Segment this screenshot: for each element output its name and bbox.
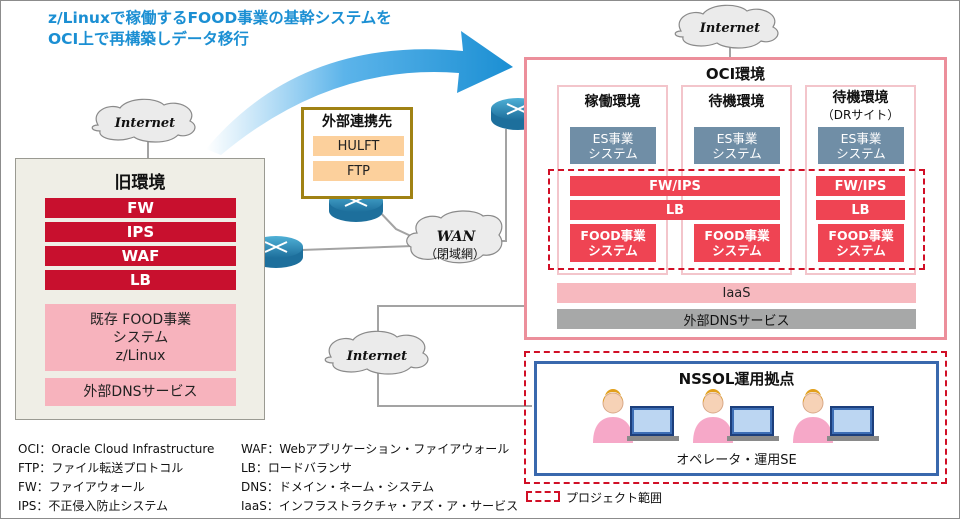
- wan-sublabel: （閉域網）: [425, 247, 485, 261]
- site-dr-subtitle: （DRサイト）: [821, 108, 900, 122]
- internet-left-label: Internet: [114, 116, 175, 131]
- legend-ftp: FTP：ファイル転送プロトコル: [18, 461, 184, 475]
- internet-top-label: Internet: [699, 21, 760, 36]
- line-router-wan: [300, 245, 414, 251]
- food-system-dr: FOOD事業 システム: [818, 224, 904, 262]
- hulft-box: HULFT: [313, 136, 404, 156]
- oci-fwips-dr: FW/IPS: [816, 176, 905, 196]
- wan-cloud: WAN （閉域網）: [406, 210, 503, 264]
- es-standby-line2: システム: [712, 145, 762, 161]
- legend-ips: IPS：不正侵入防止システム: [18, 499, 169, 513]
- operator-icon-2: [693, 389, 779, 443]
- old-lb-bar: LB: [45, 270, 236, 290]
- legend-col2: WAF：Webアプリケーション・ファイアウォール LB：ロードバランサ DNS：…: [241, 440, 518, 516]
- legend-waf: WAF：Webアプリケーション・ファイアウォール: [241, 442, 510, 456]
- project-scope-oci: [548, 169, 925, 270]
- migration-arrow: [206, 31, 513, 155]
- operator-label: オペレータ・運用SE: [676, 452, 797, 468]
- old-food-system: 既存 FOOD事業 システム z/Linux: [45, 304, 236, 371]
- food-standby-line2: システム: [712, 243, 762, 258]
- nssol-title: NSSOL運用拠点: [678, 369, 795, 388]
- oci-fwips-main: FW/IPS: [570, 176, 780, 196]
- wan-label: WAN: [437, 229, 477, 245]
- site-standby-title: 待機環境: [708, 93, 765, 110]
- legend-dns: DNS：ドメイン・ネーム・システム: [241, 480, 435, 494]
- headline-line1: z/Linuxで稼働するFOOD事業の基幹システムを: [48, 9, 392, 27]
- es-system-active: ES事業 システム: [570, 127, 656, 164]
- iaas-bar: IaaS: [557, 283, 916, 303]
- legend-fw: FW：ファイアウォール: [18, 480, 145, 494]
- es-dr-line2: システム: [836, 145, 886, 161]
- food-active-line1: FOOD事業: [580, 228, 646, 243]
- old-system-line1: 既存 FOOD事業: [89, 311, 192, 328]
- food-system-standby: FOOD事業 システム: [694, 224, 780, 262]
- internet-cloud-bottom: Internet: [324, 330, 429, 375]
- legend-project-label: プロジェクト範囲: [566, 491, 663, 505]
- operator-icon-3: [793, 389, 879, 443]
- headline-line2: OCI上で再構築しデータ移行: [48, 30, 249, 48]
- es-system-standby: ES事業 システム: [694, 127, 780, 164]
- internet-cloud-left: Internet: [91, 98, 196, 143]
- food-dr-line1: FOOD事業: [828, 228, 894, 243]
- es-dr-line1: ES事業: [840, 130, 882, 146]
- es-standby-line1: ES事業: [716, 130, 758, 146]
- es-active-line1: ES事業: [592, 130, 634, 146]
- old-system-line3: z/Linux: [115, 347, 166, 364]
- oci-dns-bar: 外部DNSサービス: [557, 309, 916, 329]
- old-env-title: 旧環境: [114, 172, 166, 193]
- legend-oci: OCI：Oracle Cloud Infrastructure: [18, 442, 215, 456]
- oci-title: OCI環境: [705, 64, 766, 83]
- old-waf-bar: WAF: [45, 246, 236, 266]
- legend-lb: LB：ロードバランサ: [241, 461, 352, 475]
- project-scope-nssol: [524, 351, 947, 484]
- old-ips-bar: IPS: [45, 222, 236, 242]
- food-standby-line1: FOOD事業: [704, 228, 770, 243]
- operator-icon-1: [593, 389, 679, 443]
- old-system-line2: システム: [112, 329, 169, 346]
- legend-col1: OCI：Oracle Cloud Infrastructure FTP：ファイル…: [18, 440, 214, 516]
- internet-bottom-label: Internet: [346, 349, 407, 364]
- es-system-dr: ES事業 システム: [818, 127, 904, 164]
- ftp-box: FTP: [313, 161, 404, 181]
- food-active-line2: システム: [588, 243, 638, 258]
- legend-project-swatch: [526, 491, 560, 502]
- old-dns-service: 外部DNSサービス: [45, 378, 236, 406]
- old-fw-bar: FW: [45, 198, 236, 218]
- food-system-active: FOOD事業 システム: [570, 224, 656, 262]
- external-title: 外部連携先: [322, 114, 392, 130]
- site-dr-title: 待機環境: [832, 89, 889, 106]
- oci-lb-main: LB: [570, 200, 780, 220]
- es-active-line2: システム: [588, 145, 638, 161]
- legend-iaas: IaaS：インフラストラクチャ・アズ・ア・サービス: [241, 499, 519, 513]
- line-extrouter-wan: [375, 207, 414, 238]
- food-dr-line2: システム: [836, 243, 886, 258]
- line-internet-nssol: [377, 373, 532, 407]
- internet-cloud-top: Internet: [674, 4, 779, 49]
- site-active-title: 稼働環境: [584, 93, 641, 110]
- headline: z/Linuxで稼働するFOOD事業の基幹システムを OCI上で再構築しデータ移…: [48, 8, 392, 50]
- oci-lb-dr: LB: [816, 200, 905, 220]
